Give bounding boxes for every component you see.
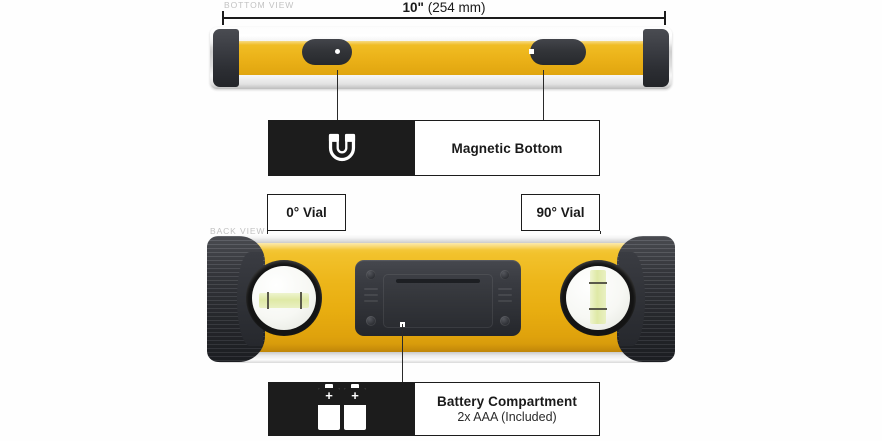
screw-top-left — [366, 270, 376, 280]
callout-magnetic-text: Magnetic Bottom — [415, 121, 599, 175]
dimension-imperial: 10" — [402, 0, 424, 15]
vial-90-degree — [560, 260, 636, 336]
battery-cell-1: + — [318, 384, 340, 430]
vial-0-degree — [246, 260, 322, 336]
callout-battery-subtitle: 2x AAA (Included) — [457, 410, 557, 424]
back-rail-top — [217, 234, 665, 245]
callout-battery-compartment: + + Battery Compartment 2x AAA (Included… — [268, 382, 600, 436]
callout-anchor-magnet-right — [529, 49, 534, 54]
battery-icon-cells: + + — [318, 384, 366, 430]
callout-magnetic-title: Magnetic Bottom — [451, 140, 563, 156]
callout-battery-title: Battery Compartment — [437, 394, 577, 409]
battery-compartment-cover — [355, 260, 521, 336]
leader-line-battery — [402, 324, 404, 382]
callout-magnetic-bottom: Magnetic Bottom — [268, 120, 600, 176]
leader-line-magnet-left — [337, 70, 339, 120]
screw-top-right — [500, 270, 510, 280]
vent-right-3 — [498, 300, 512, 302]
vial-90-mark-bottom — [589, 308, 607, 310]
vial-90-bubble-tube — [590, 270, 606, 324]
vent-left-2 — [364, 294, 378, 296]
magnet-pad-left — [302, 39, 352, 65]
level-back-view — [207, 232, 675, 365]
bottom-end-cap-left — [213, 29, 239, 87]
dimension-cap-right — [664, 11, 666, 25]
battery-icon: + + — [269, 383, 415, 435]
vial-0-mark-right — [300, 292, 302, 309]
magnet-icon — [269, 121, 415, 175]
vent-left-3 — [364, 300, 378, 302]
vent-right-2 — [498, 294, 512, 296]
vial-0-face — [252, 266, 316, 330]
vent-right-1 — [498, 288, 512, 290]
screw-bottom-left — [366, 316, 376, 326]
vent-left-1 — [364, 288, 378, 290]
callout-anchor-magnet-left — [335, 49, 340, 54]
dimension-cap-left — [222, 11, 224, 25]
battery-door — [383, 274, 493, 328]
level-bottom-view — [210, 27, 672, 89]
dimension-label: 10" (254 mm) — [222, 0, 666, 15]
battery-cell-2-plus: + — [344, 388, 366, 405]
battery-cell-1-nub — [325, 384, 333, 388]
label-vial-90: 90° Vial — [521, 194, 600, 231]
callout-battery-text: Battery Compartment 2x AAA (Included) — [415, 383, 599, 435]
bottom-end-cap-right — [643, 29, 669, 87]
bottom-yellow-face — [220, 41, 662, 75]
vial-90-mark-top — [589, 282, 607, 284]
label-vial-0: 0° Vial — [267, 194, 346, 231]
battery-cell-2: + — [344, 384, 366, 430]
screw-bottom-right — [500, 316, 510, 326]
dimension-line — [222, 17, 666, 19]
leader-line-magnet-right — [543, 70, 545, 120]
bottom-view-tag: BOTTOM VIEW — [224, 0, 295, 10]
vial-0-bubble-tube — [259, 293, 309, 308]
vial-0-mark-left — [267, 292, 269, 309]
vial-90-face — [566, 266, 630, 330]
battery-cell-2-nub — [351, 384, 359, 388]
back-rail-bottom — [217, 352, 665, 363]
battery-cell-1-plus: + — [318, 388, 340, 405]
dimension-metric: (254 mm) — [423, 0, 486, 15]
back-view-tag: BACK VIEW — [210, 226, 266, 236]
battery-door-slot — [396, 279, 480, 283]
magnet-pad-right — [530, 39, 586, 65]
